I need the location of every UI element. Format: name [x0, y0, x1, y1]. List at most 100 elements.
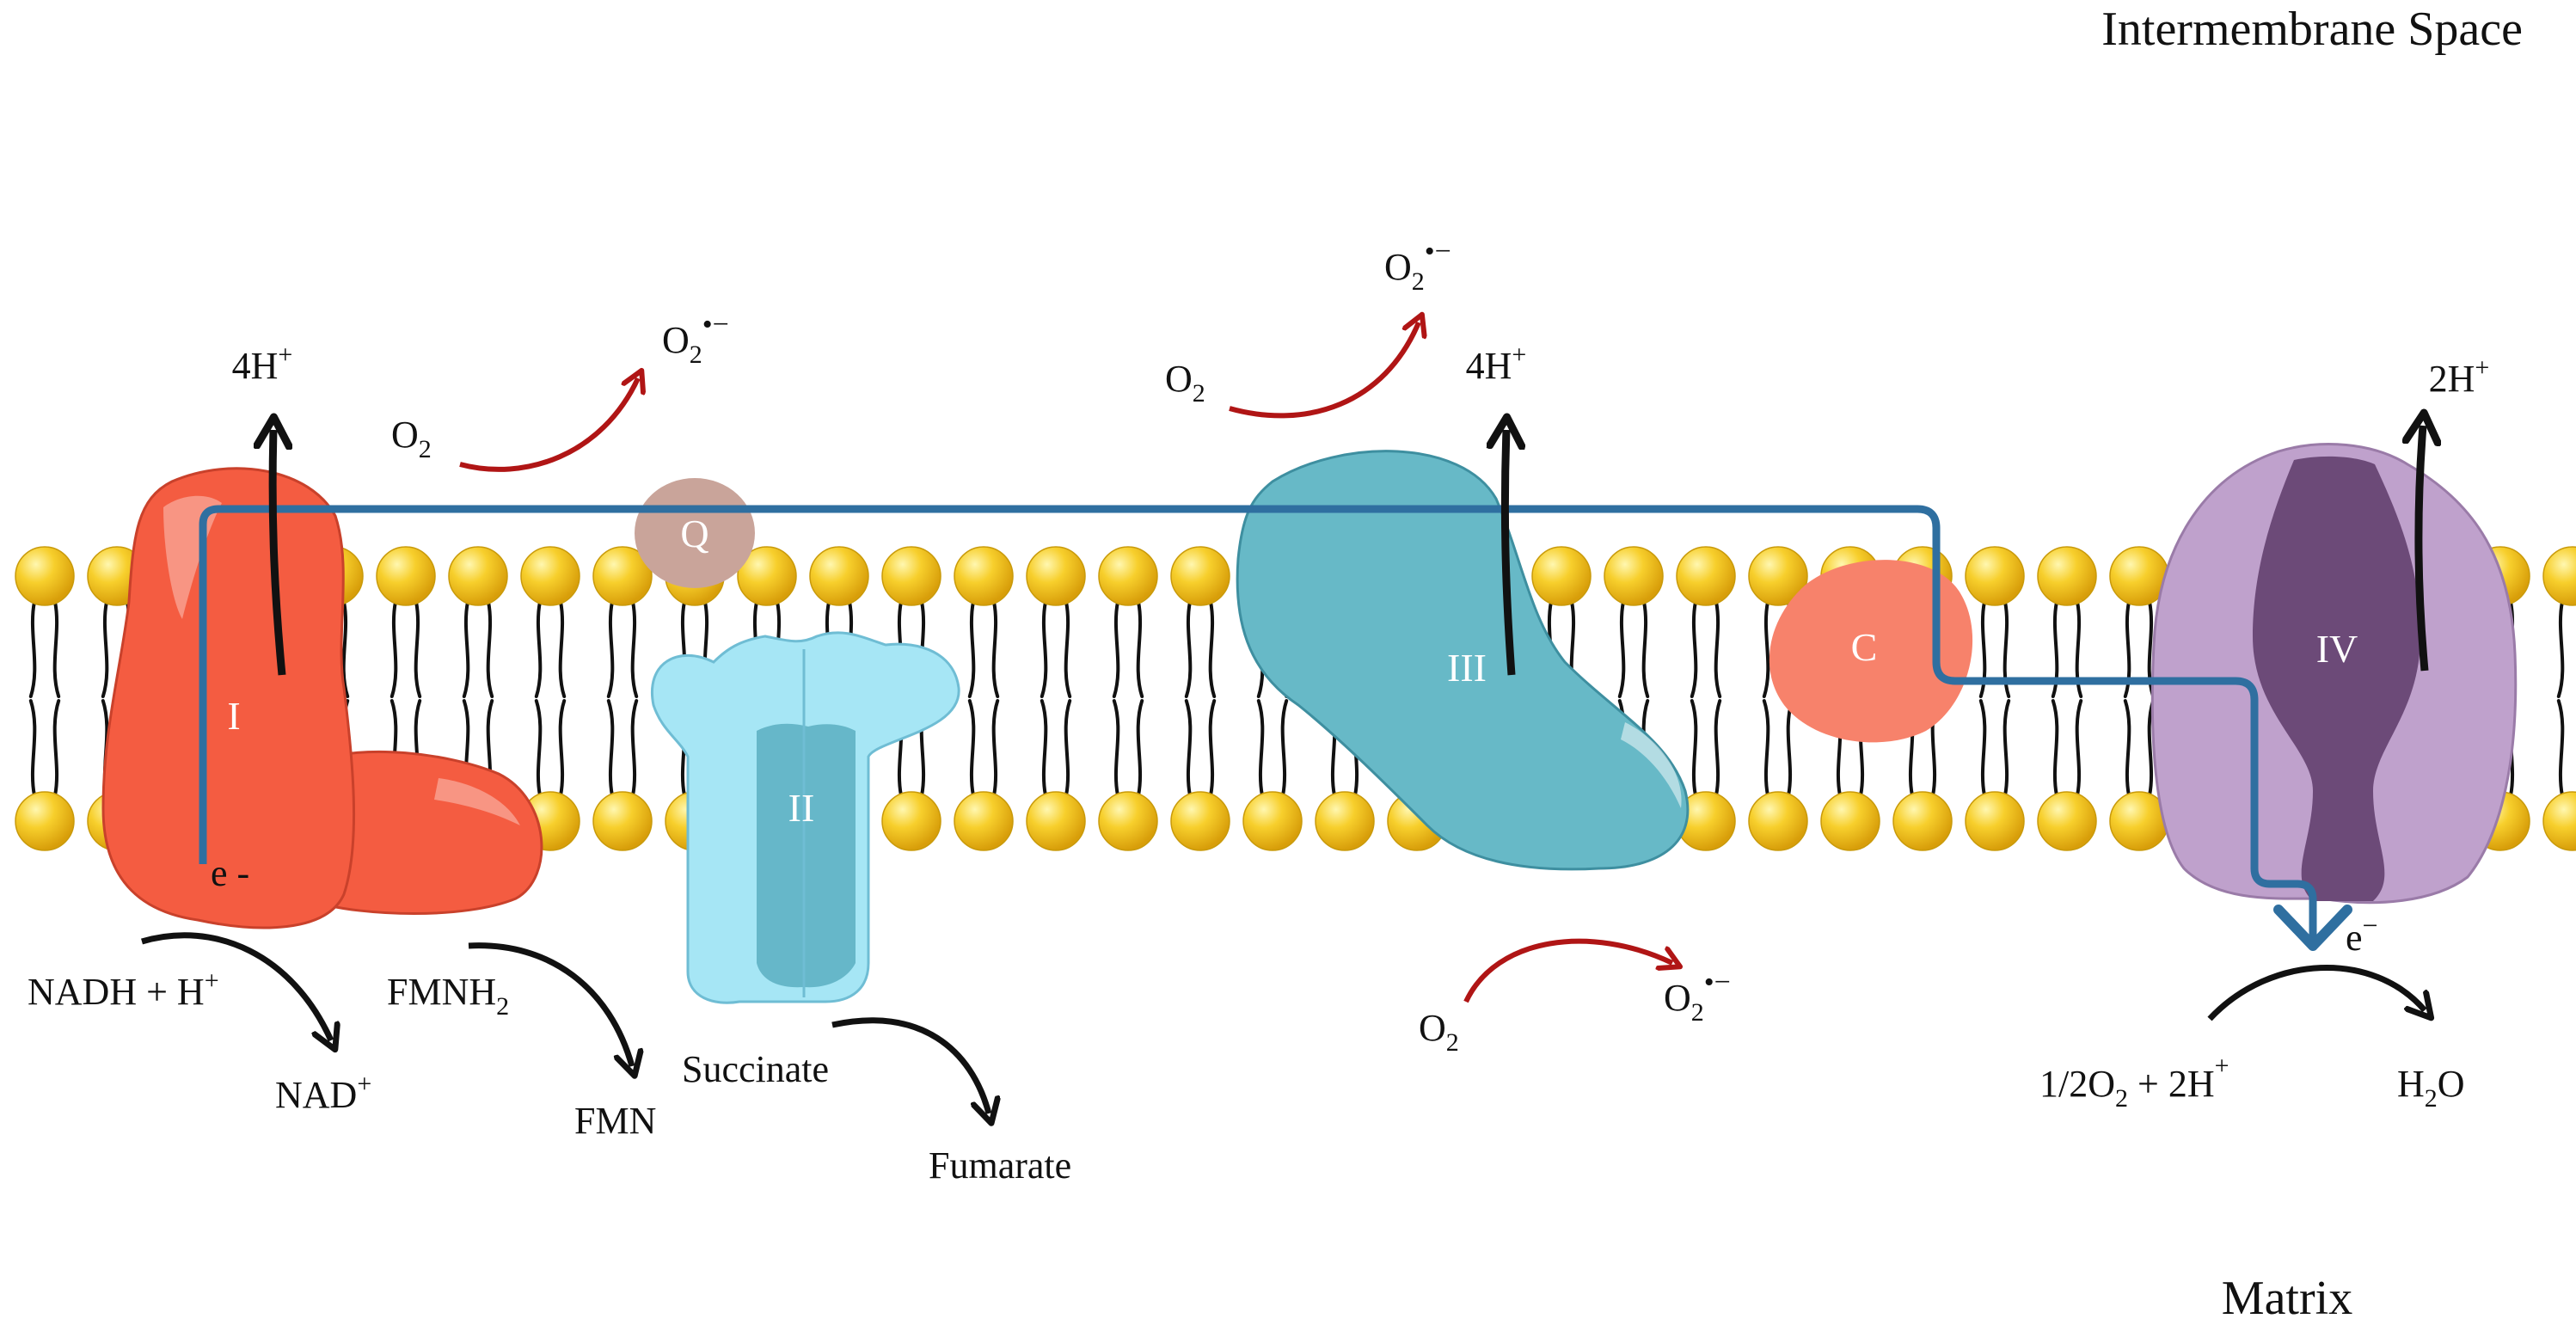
electron-entry-label: e - [211, 852, 249, 894]
ros-arrow-i [459, 378, 638, 472]
cytochrome-c: C [1769, 560, 1973, 743]
lipid-tail [1112, 600, 1120, 698]
electron-exit-label: e− [2346, 910, 2378, 959]
lipid-tail [1762, 600, 1770, 698]
lipid-tail [2556, 699, 2565, 797]
superoxide-label-matrix: O2•− [1664, 966, 1731, 1027]
lipid-tail [534, 600, 543, 698]
lipid-head [15, 791, 75, 851]
lipid-head [2037, 791, 2097, 851]
electron-transport-path [199, 505, 2317, 942]
electron-exit-chevron [2273, 905, 2352, 951]
lipid-tail [2051, 600, 2059, 698]
q-label: Q [680, 512, 708, 555]
lipid-tail [991, 600, 1000, 698]
lipid-tail [486, 600, 494, 698]
lipid-tail [2123, 600, 2131, 698]
lipid-tail [2051, 699, 2059, 797]
lipid-tail [1040, 699, 1048, 797]
lipid-head [881, 546, 941, 606]
lipid-tail [558, 600, 567, 698]
lipid-tail [28, 699, 37, 797]
lipid-tail [2075, 600, 2083, 698]
half-oxygen-label: 1/2O2 + 2H+ [2039, 1052, 2229, 1113]
lipid-head [592, 791, 653, 851]
matrix-label: Matrix [2222, 1272, 2352, 1325]
lipid-head [2542, 791, 2576, 851]
lipid-head [881, 791, 941, 851]
lipid-head [1604, 546, 1664, 606]
lipid-head [1026, 791, 1086, 851]
lipid-tail [606, 699, 615, 797]
lipid-head [809, 546, 869, 606]
lipid-tail [2003, 699, 2011, 797]
lipid-head [1242, 791, 1303, 851]
lipid-head [15, 546, 75, 606]
lipid-tail [389, 600, 398, 698]
c-label: C [1851, 625, 1878, 669]
lipid-tail [28, 600, 37, 698]
fmnh2-arrow [468, 942, 632, 1066]
superoxide-label-i: O2•− [662, 309, 729, 369]
proton-label-iii: 4H+ [1466, 340, 1527, 387]
lipid-tail [1040, 600, 1048, 698]
lipid-head [1098, 791, 1158, 851]
proton-label-iv: 2H+ [2429, 353, 2490, 400]
lipid-tail [558, 699, 567, 797]
lipid-head [1820, 791, 1880, 851]
lipid-tail [1112, 699, 1120, 797]
lipid-tail [1978, 699, 1987, 797]
lipid-head [954, 546, 1014, 606]
lipid-tail [1136, 699, 1144, 797]
complex-ii: II [651, 631, 960, 1004]
lipid-head [1892, 791, 1953, 851]
nadh-label: NADH + H+ [28, 966, 219, 1013]
lipid-tail [1208, 600, 1217, 698]
ros-arrow-matrix [1463, 938, 1672, 1003]
lipid-tail [414, 600, 422, 698]
proton-arrow-i [273, 430, 282, 676]
lipid-head [1531, 546, 1592, 606]
lipid-tail [1064, 600, 1072, 698]
nad-label: NAD+ [275, 1070, 371, 1116]
nadh-arrow [141, 932, 331, 1040]
lipid-head [1170, 546, 1230, 606]
lipid-tail [2147, 699, 2156, 797]
proton-label-i: 4H+ [232, 340, 293, 387]
complex-iii-label: III [1447, 646, 1487, 690]
complex-iv: IV [2150, 443, 2518, 905]
lipid-tail [1617, 600, 1626, 698]
succinate-label: Succinate [682, 1048, 829, 1090]
lipid-head [1748, 546, 1808, 606]
ros-arrow-iii [1229, 322, 1419, 419]
lipid-tail [52, 699, 61, 797]
lipid-tail [52, 600, 61, 698]
lipid-head [2542, 546, 2576, 606]
lipid-tail [1280, 699, 1289, 797]
lipid-tail [1762, 699, 1770, 797]
lipid-tail [1978, 600, 1987, 698]
lipid-head [1748, 791, 1808, 851]
lipid-tail [2003, 600, 2011, 698]
lipid-tail [991, 699, 1000, 797]
ubiquinone: Q [635, 478, 755, 588]
lipid-tail [1184, 699, 1193, 797]
lipid-tail [1690, 600, 1698, 698]
lipid-head [737, 546, 797, 606]
lipid-tail [534, 699, 543, 797]
lipid-head [1965, 791, 2025, 851]
lipid-tail [630, 600, 639, 698]
lipid-tail [2556, 600, 2565, 698]
proton-arrow-iv [2419, 426, 2425, 672]
lipid-tail [2123, 699, 2131, 797]
superoxide-label-iii: O2•− [1384, 236, 1451, 296]
lipid-tail [967, 600, 976, 698]
lipid-head [592, 546, 653, 606]
lipid-tail [462, 600, 470, 698]
lipid-head [1170, 791, 1230, 851]
complex-ii-label: II [788, 786, 815, 830]
lipid-tail [1208, 699, 1217, 797]
lipid-tail [101, 600, 109, 698]
lipid-tail [1714, 600, 1722, 698]
